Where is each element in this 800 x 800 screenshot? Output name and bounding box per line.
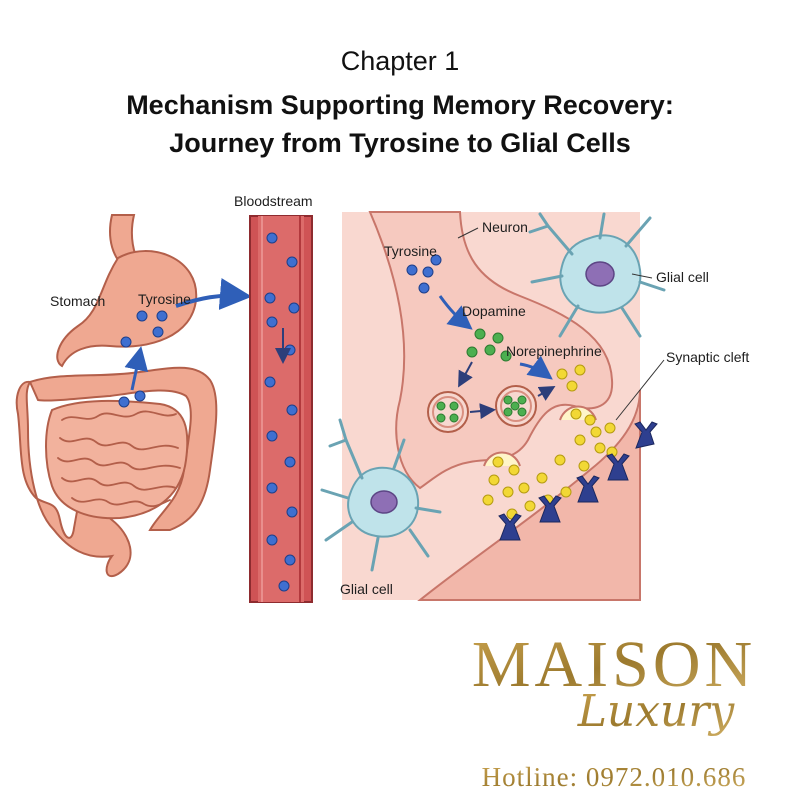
- neuron-label: Neuron: [482, 219, 528, 235]
- dopamine-vesicles: [427, 385, 537, 433]
- postsynaptic-neuron: [417, 389, 641, 601]
- neuron-tyrosine-label: Tyrosine: [384, 243, 437, 259]
- gut-tyrosine-molecules: [118, 310, 168, 408]
- dopamine-label: Dopamine: [462, 303, 526, 319]
- glial-cell-top-label: Glial cell: [656, 269, 709, 285]
- hotline: Hotline: 0972.010.686: [482, 762, 747, 792]
- cleft-norepinephrine: [482, 408, 618, 520]
- gut-to-blood-arrow: [175, 278, 252, 310]
- glial-cell-bottom-label: Glial cell: [340, 581, 393, 597]
- blood-tyrosine-molecules: [264, 232, 300, 592]
- glial-cell-bottom: [320, 418, 442, 572]
- synaptic-cleft-label: Synaptic cleft: [666, 349, 749, 365]
- stomach-label: Stomach: [50, 293, 105, 309]
- gut-absorption-arrow: [124, 346, 149, 391]
- dopamine-molecules: [466, 328, 512, 362]
- bloodstream-label: Bloodstream: [234, 193, 313, 209]
- glial-cell-top: [528, 212, 666, 338]
- gut-tyrosine-label: Tyrosine: [138, 291, 191, 307]
- brand-name: MAISON: [472, 628, 756, 701]
- stomach-organ: [56, 250, 198, 368]
- bloodstream-vessel: [249, 215, 313, 603]
- neuron-tyrosine-molecules: [406, 254, 442, 294]
- digestive-system: [15, 214, 252, 577]
- large-intestine: [15, 366, 218, 577]
- page-title-line2: Journey from Tyrosine to Glial Cells: [169, 128, 631, 158]
- receptors: [498, 421, 658, 541]
- chapter-label: Chapter 1: [341, 46, 460, 76]
- norepinephrine-molecules: [556, 364, 586, 392]
- intestine-coils: [57, 410, 181, 508]
- page-title-line1: Mechanism Supporting Memory Recovery:: [126, 90, 674, 120]
- norepinephrine-label: Norepinephrine: [506, 343, 602, 359]
- brand-script: Luxury: [577, 686, 736, 737]
